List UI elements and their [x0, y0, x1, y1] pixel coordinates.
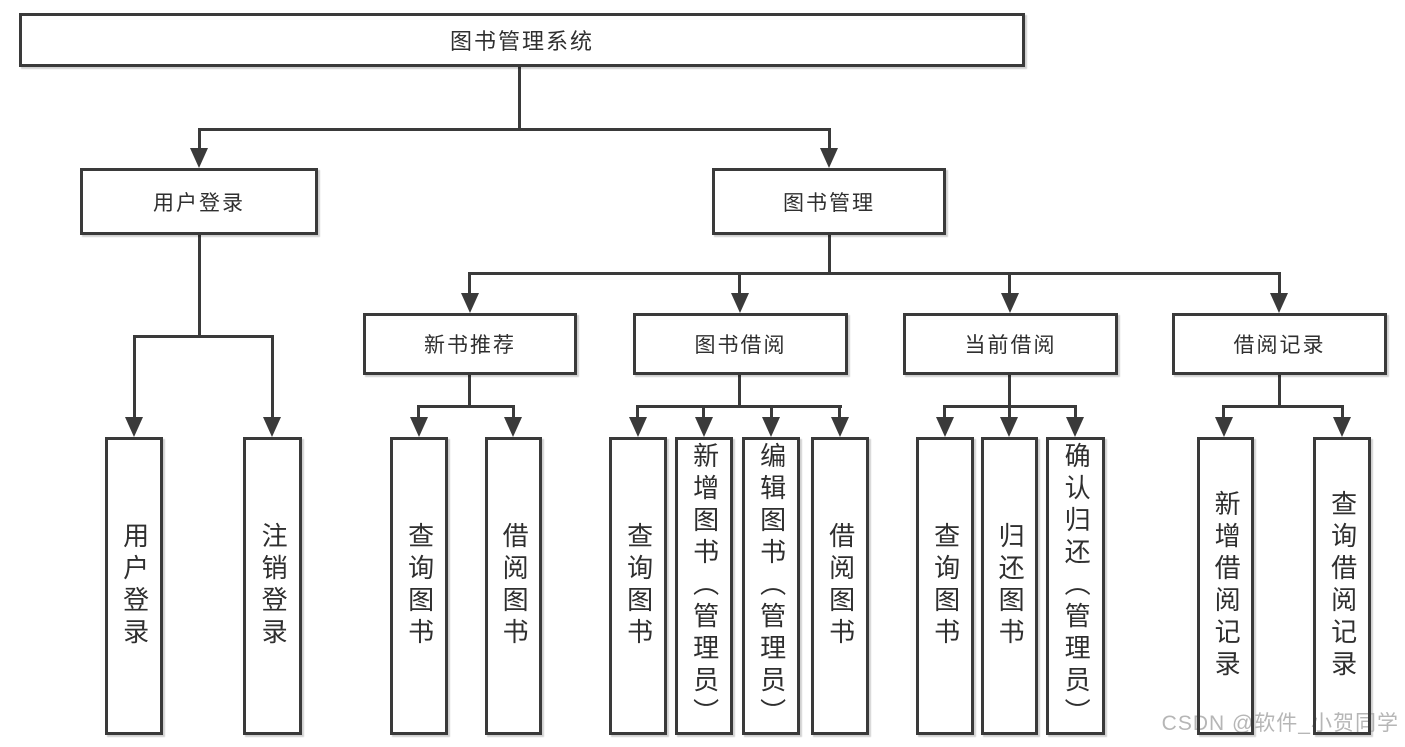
leaf-label: 查询借阅记录 [1327, 490, 1358, 682]
leaf-label: 新增借阅记录 [1211, 490, 1242, 682]
leaf-confirm-return-admin: 确认归还（管理员） [1046, 437, 1105, 735]
node-label: 图书借阅 [694, 334, 787, 357]
connector-vline [271, 335, 274, 417]
arrow-down-icon [1066, 417, 1084, 437]
connector-hline [198, 128, 831, 131]
connector-vline [1278, 272, 1281, 295]
connector-vline [518, 67, 521, 128]
connector-vline [468, 375, 471, 408]
leaf-label: 查询图书 [623, 522, 654, 650]
leaf-borrow-books-borrowing: 借阅图书 [811, 437, 869, 735]
connector-vline [770, 405, 773, 419]
connector-vline [198, 235, 201, 338]
connector-hline [636, 405, 842, 408]
leaf-label: 用户登录 [119, 522, 150, 650]
node-new-book-recommend: 新书推荐 [363, 313, 577, 375]
leaf-label: 查询图书 [404, 522, 435, 650]
leaf-label: 借阅图书 [825, 522, 856, 650]
connector-hline [469, 272, 1281, 275]
connector-vline [636, 405, 639, 419]
arrow-down-icon [1215, 417, 1233, 437]
arrow-down-icon [762, 417, 780, 437]
csdn-watermark: CSDN @软件_小贺同学 [1161, 712, 1399, 735]
leaf-label: 编辑图书（管理员） [756, 442, 787, 730]
node-borrowing-records: 借阅记录 [1172, 313, 1387, 375]
arrow-down-icon [461, 293, 479, 313]
connector-vline [738, 375, 741, 408]
connector-vline [417, 405, 420, 419]
leaf-query-borrow-record: 查询借阅记录 [1313, 437, 1371, 735]
leaf-label: 查询图书 [930, 522, 961, 650]
node-label: 当前借阅 [964, 334, 1057, 357]
connector-vline [512, 405, 515, 419]
leaf-label: 借阅图书 [499, 522, 530, 650]
node-label: 图书管理 [783, 191, 875, 215]
connector-vline [702, 405, 705, 419]
leaf-user-login: 用户登录 [105, 437, 163, 735]
arrow-down-icon [695, 417, 713, 437]
connector-vline [1278, 375, 1281, 408]
node-library-management-system: 图书管理系统 [19, 13, 1025, 67]
connector-vline [1341, 405, 1344, 419]
leaf-return-books: 归还图书 [981, 437, 1038, 735]
connector-vline [1008, 272, 1011, 295]
arrow-down-icon [1000, 417, 1018, 437]
connector-vline [828, 128, 831, 151]
leaf-label: 新增图书（管理员） [689, 442, 720, 730]
node-user-login: 用户登录 [80, 168, 318, 235]
arrow-down-icon [410, 417, 428, 437]
node-book-borrowing: 图书借阅 [633, 313, 848, 375]
leaf-edit-book-admin: 编辑图书（管理员） [742, 437, 800, 735]
connector-vline [133, 335, 136, 417]
leaf-query-books-recommend: 查询图书 [390, 437, 448, 735]
connector-vline [468, 272, 471, 295]
arrow-down-icon [936, 417, 954, 437]
arrow-down-icon [629, 417, 647, 437]
leaf-borrow-books-recommend: 借阅图书 [485, 437, 542, 735]
connector-vline [1008, 405, 1011, 419]
node-label: 新书推荐 [424, 334, 516, 357]
connector-vline [1074, 405, 1077, 419]
connector-vline [738, 272, 741, 295]
leaf-label: 归还图书 [995, 522, 1026, 650]
connector-hline [1222, 405, 1344, 408]
connector-vline [198, 128, 201, 151]
connector-hline [417, 405, 515, 408]
connector-vline [838, 405, 841, 419]
arrow-down-icon [1001, 293, 1019, 313]
node-label: 借阅记录 [1233, 334, 1326, 357]
connector-vline [943, 405, 946, 419]
arrow-down-icon [1333, 417, 1351, 437]
node-label: 图书管理系统 [449, 29, 594, 54]
arrow-down-icon [1270, 293, 1288, 313]
arrow-down-icon [190, 148, 208, 168]
leaf-label: 注销登录 [258, 522, 289, 650]
connector-vline [1008, 375, 1011, 408]
leaf-query-books-current: 查询图书 [916, 437, 974, 735]
node-current-borrowing: 当前借阅 [903, 313, 1118, 375]
arrow-down-icon [504, 417, 522, 437]
leaf-logout: 注销登录 [243, 437, 302, 735]
leaf-query-books-borrowing: 查询图书 [609, 437, 667, 735]
arrow-down-icon [731, 293, 749, 313]
leaf-add-book-admin: 新增图书（管理员） [675, 437, 733, 735]
arrow-down-icon [831, 417, 849, 437]
leaf-add-borrow-record: 新增借阅记录 [1197, 437, 1254, 735]
arrow-down-icon [125, 417, 143, 437]
connector-hline [133, 335, 274, 338]
node-book-management: 图书管理 [712, 168, 946, 235]
leaf-label: 确认归还（管理员） [1061, 442, 1092, 730]
arrow-down-icon [820, 148, 838, 168]
connector-vline [828, 235, 831, 275]
arrow-down-icon [263, 417, 281, 437]
connector-vline [1222, 405, 1225, 419]
node-label: 用户登录 [153, 191, 245, 215]
